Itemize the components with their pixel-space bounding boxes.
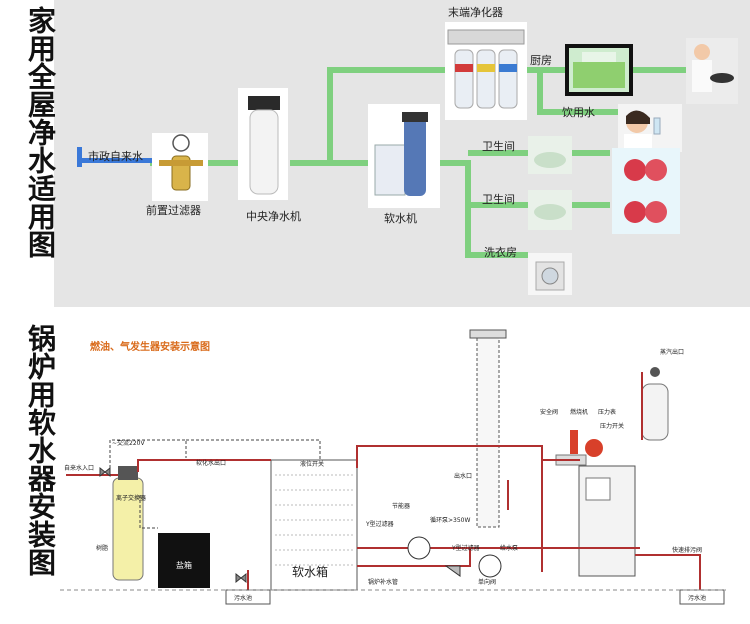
svg-text:盐箱: 盐箱 <box>176 560 192 570</box>
city-water-inlet-cap <box>77 147 82 167</box>
label-laundry: 洗衣房 <box>484 245 517 259</box>
label-sewage-1: 污水池 <box>234 594 252 602</box>
label-economizer: 节能器 <box>392 502 410 510</box>
label-safety-valve: 安全阀 <box>540 408 558 416</box>
label-city-water: 市政自来水 <box>88 149 143 163</box>
label-power: ~交流220V <box>112 439 145 447</box>
label-boiler-supply: 锅炉补水管 <box>368 578 398 586</box>
drinking-photo <box>618 104 682 152</box>
svg-text:软水箱: 软水箱 <box>292 564 328 579</box>
prefilter-device <box>152 133 208 201</box>
label-pressure-switch: 压力开关 <box>600 422 624 430</box>
label-outlet: 出水口 <box>454 472 472 480</box>
chef-photo <box>686 38 738 104</box>
label-kitchen: 厨房 <box>530 54 552 67</box>
label-bathroom-2: 卫生间 <box>482 192 515 206</box>
bath-photo-1 <box>528 136 572 174</box>
label-softener: 软水机 <box>384 211 417 225</box>
softener-device <box>368 104 440 208</box>
sewage-pit-1 <box>225 589 271 605</box>
boiler <box>555 430 636 577</box>
label-y-filter-1: Y型过滤器 <box>365 520 394 528</box>
label-soft-outlet: 软化水出口 <box>196 459 226 467</box>
label-brine: 树脂 <box>96 544 108 552</box>
steam-separator <box>641 367 669 441</box>
label-check-valve: 单向阀 <box>478 578 496 586</box>
sewage-pit-2 <box>679 589 725 605</box>
label-central: 中央净水机 <box>246 209 301 223</box>
drain-valve <box>235 572 247 584</box>
label-sewage-2: 污水池 <box>688 594 706 602</box>
central-purifier-device <box>238 88 288 200</box>
top-title: 家用全屋净水适用图 <box>24 6 57 258</box>
water-pipes <box>66 372 701 590</box>
label-burner: 燃烧机 <box>570 408 588 416</box>
label-drain: 快速排污阀 <box>672 546 702 554</box>
bath-photo-2 <box>528 190 572 230</box>
terminal-purifier-device <box>445 22 527 120</box>
city-water-inlet-pipe <box>78 158 152 163</box>
tap-valve <box>99 466 111 478</box>
bottom-title: 锅炉用软水器安装图 <box>24 324 57 576</box>
label-bathroom-1: 卫生间 <box>482 139 515 153</box>
kitchen-photo <box>565 44 633 96</box>
control-wires <box>109 439 321 529</box>
chimney <box>469 329 507 528</box>
label-tap-inlet: 自来水入口 <box>64 464 94 472</box>
salt-tank: 盐箱 <box>158 533 210 588</box>
label-steam-outlet: 蒸汽出口 <box>660 348 684 356</box>
label-pump-power: 循环泵>350W <box>430 516 470 524</box>
laundry-photo <box>528 253 572 295</box>
label-y-filter-2: Y型过滤器 <box>451 544 480 552</box>
fruit-photo-2 <box>612 190 680 234</box>
label-exchanger: 离子交换器 <box>116 494 146 502</box>
bottom-subtitle: 燃油、气发生器安装示意图 <box>90 340 210 353</box>
pump-1 <box>407 536 431 560</box>
label-level-switch: 液位开关 <box>300 460 324 468</box>
label-water-pump: 给水泵 <box>500 544 518 552</box>
exchanger-column <box>112 466 144 581</box>
fruit-photo-1 <box>612 148 680 190</box>
label-drinking: 饮用水 <box>562 106 595 119</box>
soft-water-tank: 软水箱 <box>270 459 358 591</box>
pump-2 <box>478 554 502 578</box>
label-prefilter: 前置过滤器 <box>146 203 201 217</box>
y-filter <box>444 565 461 577</box>
label-pressure-gauge: 压力表 <box>598 408 616 416</box>
label-terminal: 末端净化器 <box>448 5 503 19</box>
